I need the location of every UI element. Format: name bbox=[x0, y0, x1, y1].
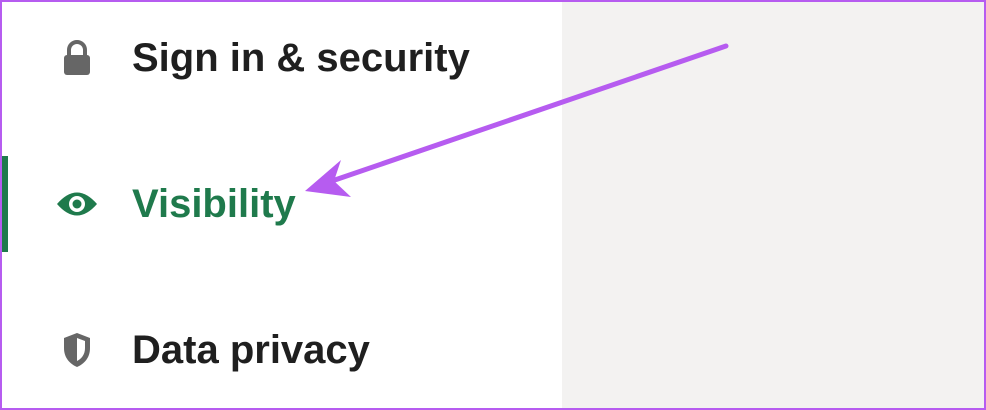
lock-icon bbox=[54, 35, 100, 81]
settings-sidebar: Sign in & security Visibility Data priva bbox=[2, 2, 562, 408]
sidebar-item-visibility[interactable]: Visibility bbox=[2, 156, 562, 252]
content-pane bbox=[562, 2, 984, 408]
shield-icon bbox=[54, 327, 100, 373]
sidebar-item-data-privacy[interactable]: Data privacy bbox=[2, 302, 562, 398]
sidebar-item-label: Data privacy bbox=[132, 328, 370, 372]
sidebar-item-label: Visibility bbox=[132, 182, 296, 226]
sidebar-item-label: Sign in & security bbox=[132, 36, 470, 80]
sidebar-item-sign-in-security[interactable]: Sign in & security bbox=[2, 10, 562, 106]
active-indicator bbox=[2, 156, 8, 252]
eye-icon bbox=[54, 181, 100, 227]
